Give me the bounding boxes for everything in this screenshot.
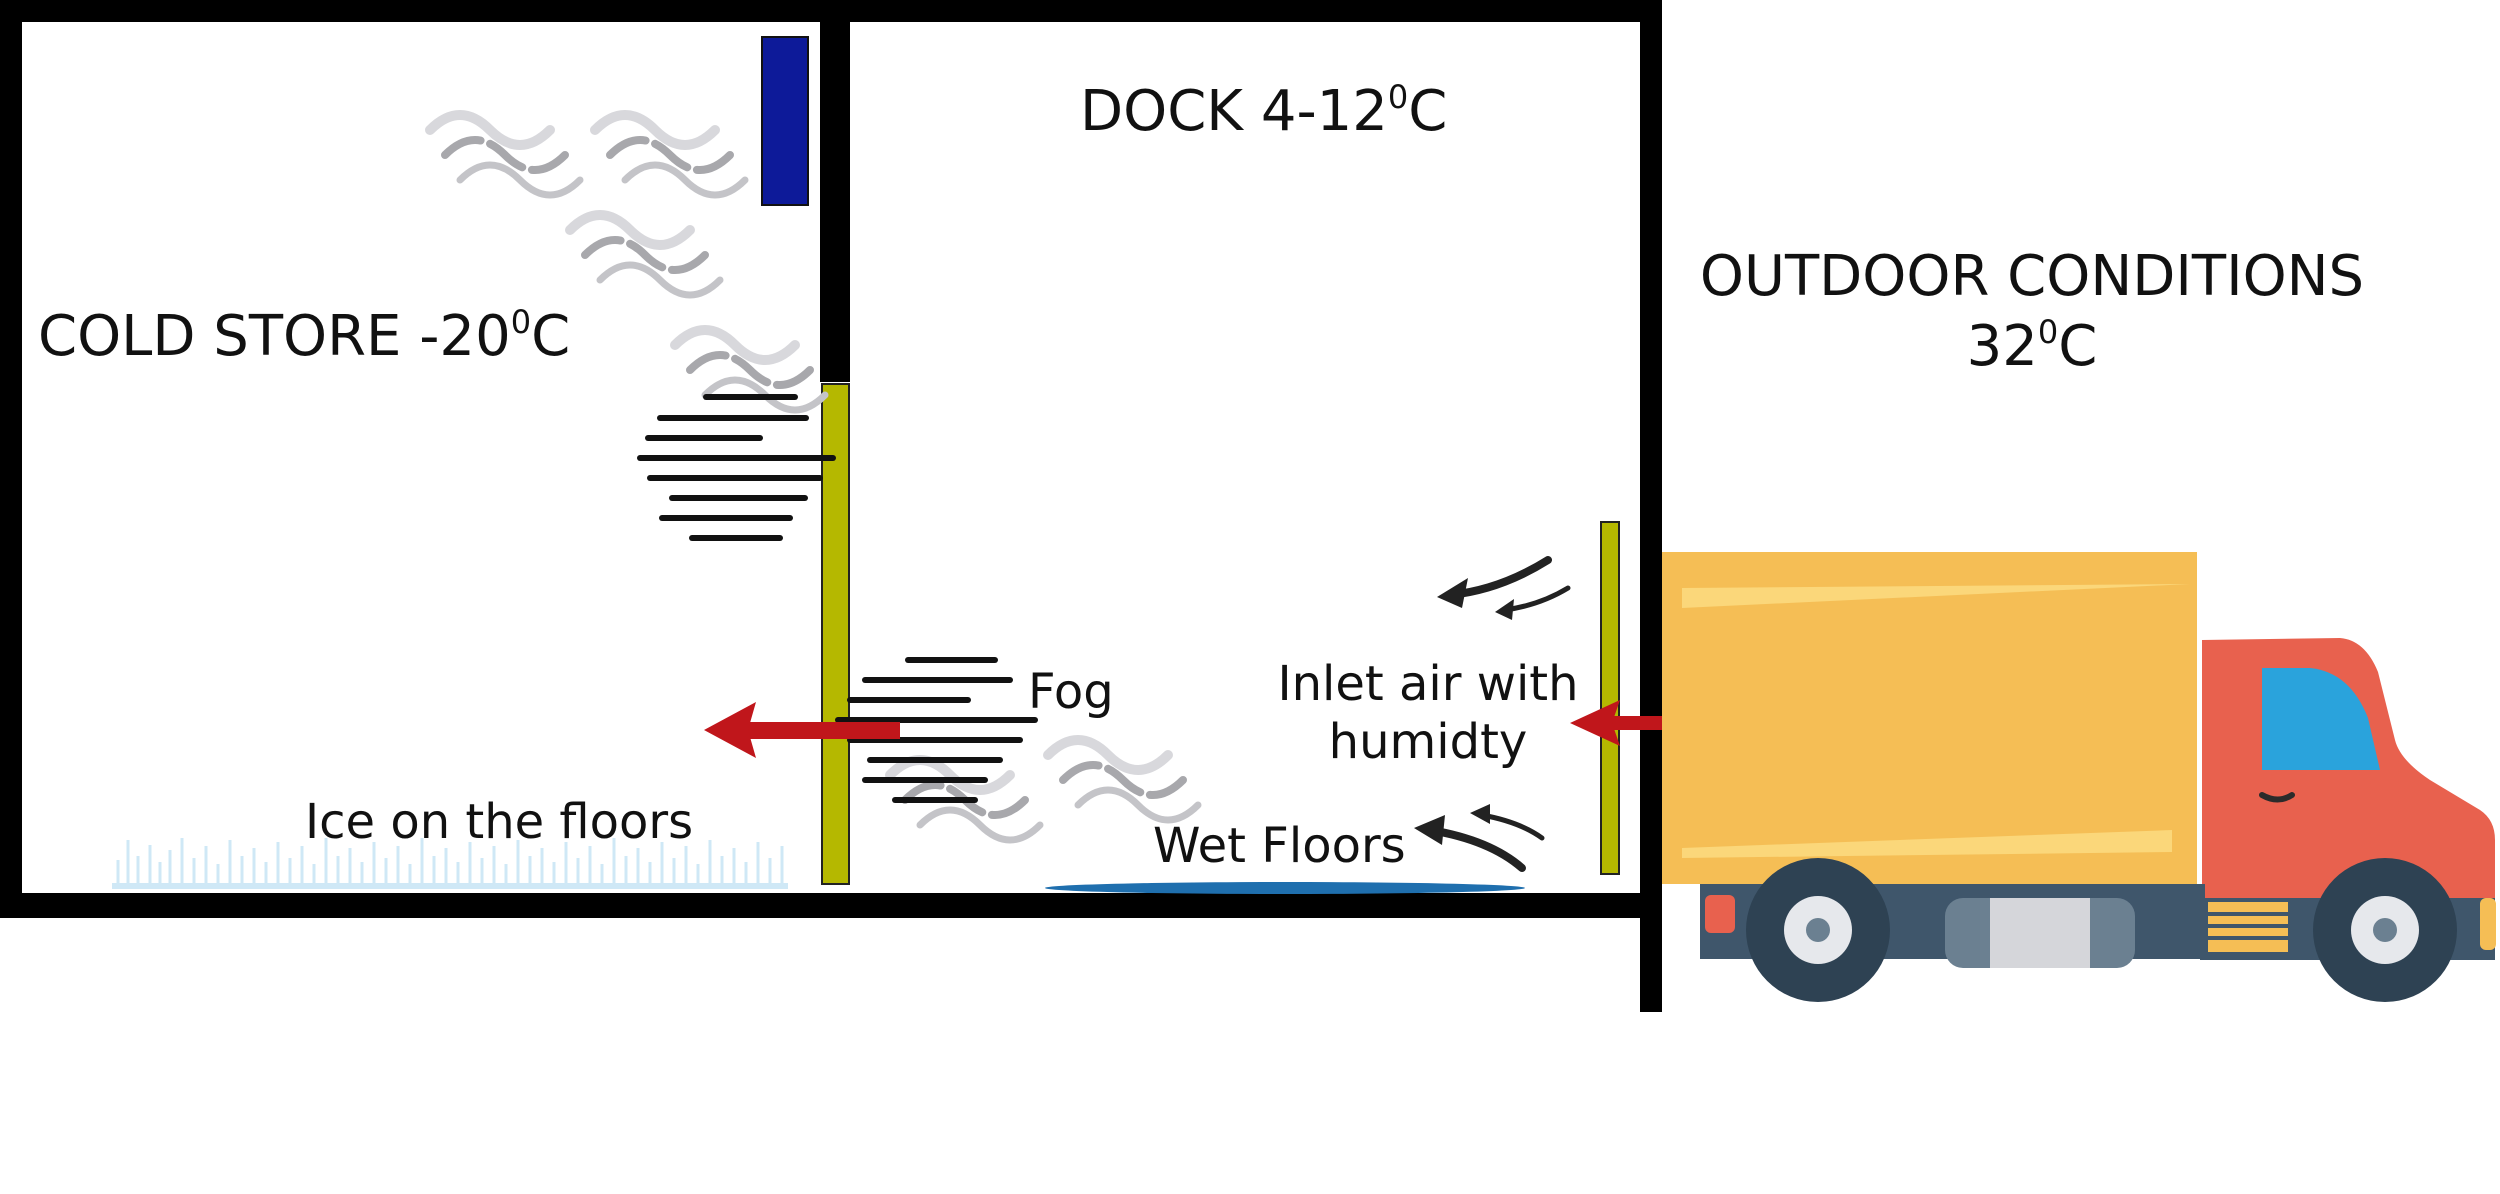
inflow-arrowhead-lower-2 <box>1470 804 1490 824</box>
inflow-arrowhead-lower-1 <box>1414 815 1445 845</box>
fog-lines-upper <box>637 394 836 541</box>
truck-cargo-highlight-top <box>1682 584 2190 608</box>
vapor-swirl <box>1043 735 1202 824</box>
airflow-arrow-to-dock <box>1570 700 1662 746</box>
wet-floors-label: Wet Floors <box>1153 818 1406 874</box>
truck-cargo-highlight-bottom <box>1682 830 2172 858</box>
ice-on-floor <box>112 838 788 889</box>
truck-door-handle <box>2259 792 2295 803</box>
fog-label: Fog <box>1028 664 1114 720</box>
vapor-swirl <box>425 110 584 199</box>
left-wall <box>0 0 22 918</box>
inlet-air-label-line1: Inlet air with <box>1277 656 1578 712</box>
inflow-arrowhead-upper-2 <box>1495 599 1514 620</box>
inflow-arrowhead-upper-1 <box>1437 578 1468 608</box>
inflow-arrow-lower-2 <box>1479 812 1545 841</box>
truck-rear-light <box>1705 895 1735 933</box>
truck-window <box>2262 668 2380 770</box>
vapor-swirl <box>565 210 724 299</box>
cold-store-label: COLD STORE -200C <box>38 303 570 369</box>
ice-floors-label: Ice on the floors <box>305 794 693 850</box>
outdoor-label-line2: 320C <box>1967 313 2098 379</box>
cold-store-door <box>821 383 850 885</box>
truck-cab <box>2202 638 2495 908</box>
dock-door <box>1600 521 1620 875</box>
truck-grille-slats <box>2208 912 2288 940</box>
inflow-arrow-upper-2 <box>1502 585 1571 613</box>
fog-lines-lower <box>835 657 1038 803</box>
truck-fuel-tank-band <box>1990 898 2090 968</box>
truck-headlight <box>2480 898 2496 950</box>
outdoor-label-line1: OUTDOOR CONDITIONS <box>1700 244 2364 309</box>
inlet-air-label-line2: humidty <box>1329 714 1528 770</box>
water-puddle <box>1045 882 1525 894</box>
partition-wall <box>820 0 850 382</box>
building-walls <box>0 0 1662 1012</box>
truck-cargo-box <box>1662 552 2197 884</box>
airflow-arrow-to-cold-store <box>704 702 900 758</box>
truck-front-wheel <box>2313 858 2457 1002</box>
right-wall <box>1640 0 1662 1012</box>
vapor-swirl <box>590 110 749 199</box>
inflow-arrow-lower-1 <box>1426 826 1526 872</box>
floor-wall <box>0 893 1662 918</box>
inflow-arrows <box>1414 556 1571 872</box>
truck-rear-wheel <box>1746 858 1890 1002</box>
dock-label: DOCK 4-120C <box>1080 78 1447 144</box>
cooler-unit <box>761 36 809 206</box>
truck <box>1662 552 2496 1002</box>
